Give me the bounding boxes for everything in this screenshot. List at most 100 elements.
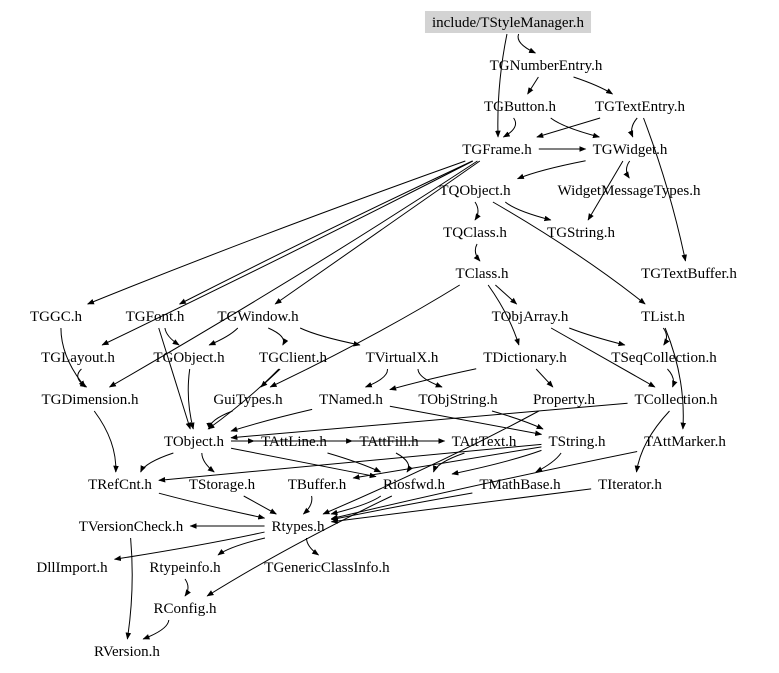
dependency-edge bbox=[230, 447, 377, 479]
node-label: TQClass.h bbox=[443, 225, 507, 241]
header-node: TGNumberEntry.h bbox=[490, 58, 603, 74]
dependency-edge bbox=[643, 117, 687, 262]
header-node: TAttFill.h bbox=[359, 434, 419, 450]
node-label: TMathBase.h bbox=[479, 477, 561, 493]
node-label: TDictionary.h bbox=[483, 350, 567, 366]
header-node: TObject.h bbox=[164, 434, 225, 450]
node-label: TGDimension.h bbox=[41, 392, 139, 408]
node-label: TGNumberEntry.h bbox=[490, 58, 603, 74]
dependency-edge bbox=[230, 402, 628, 440]
header-node: Riosfwd.h bbox=[383, 477, 446, 493]
header-node: TGClient.h bbox=[259, 350, 327, 366]
node-label: Property.h bbox=[533, 392, 595, 408]
header-node: TGFont.h bbox=[126, 309, 185, 325]
dependency-edge bbox=[352, 446, 542, 480]
node-label: TStorage.h bbox=[189, 477, 256, 493]
node-label: TNamed.h bbox=[319, 392, 383, 408]
dependency-edge bbox=[142, 619, 170, 640]
dependency-edge bbox=[327, 452, 382, 473]
node-label: TVirtualX.h bbox=[366, 350, 439, 366]
header-node: TGObject.h bbox=[153, 350, 225, 366]
header-node: TClass.h bbox=[456, 266, 509, 282]
dependency-edge bbox=[269, 284, 460, 388]
dependency-edge bbox=[569, 327, 626, 347]
node-label: TGTextBuffer.h bbox=[641, 266, 737, 282]
dependency-edge bbox=[206, 410, 233, 430]
dependency-edge bbox=[364, 368, 388, 388]
node-label: TGWindow.h bbox=[217, 309, 299, 325]
dependency-edge bbox=[662, 327, 670, 346]
dependency-edge bbox=[274, 160, 481, 305]
dependency-edge bbox=[473, 243, 481, 262]
node-label: include/TStyleManager.h bbox=[432, 15, 585, 31]
node-label: TGWidget.h bbox=[593, 142, 668, 158]
dependency-edge bbox=[487, 284, 520, 346]
dependency-edge bbox=[207, 368, 280, 430]
header-node: TGenericClassInfo.h bbox=[264, 560, 390, 576]
header-node: TMathBase.h bbox=[479, 477, 561, 493]
dependency-edge bbox=[664, 327, 687, 430]
node-label: TGString.h bbox=[547, 225, 615, 241]
dependency-edge bbox=[330, 451, 638, 520]
dependency-edge bbox=[93, 410, 119, 473]
header-node: TStorage.h bbox=[189, 477, 256, 493]
node-label: WidgetMessageTypes.h bbox=[558, 183, 701, 199]
root-header-node: include/TStyleManager.h bbox=[424, 11, 592, 33]
dependency-edge bbox=[330, 495, 382, 516]
dependency-edge bbox=[140, 452, 174, 473]
dependency-edge bbox=[474, 201, 481, 221]
header-node: TGGC.h bbox=[30, 309, 83, 325]
node-label: TString.h bbox=[548, 434, 606, 450]
node-label: TGClient.h bbox=[259, 350, 327, 366]
header-node: TGWidget.h bbox=[593, 142, 668, 158]
header-node: RVersion.h bbox=[94, 644, 160, 660]
header-node: WidgetMessageTypes.h bbox=[558, 183, 701, 199]
header-node: DllImport.h bbox=[36, 560, 108, 576]
file-nodes: include/TStyleManager.hTGNumberEntry.hTG… bbox=[30, 11, 737, 660]
dependency-edges bbox=[60, 33, 687, 640]
header-node: TObjArray.h bbox=[492, 309, 569, 325]
dependency-edge bbox=[573, 76, 614, 95]
node-label: Riosfwd.h bbox=[383, 477, 446, 493]
dependency-edge bbox=[550, 327, 656, 388]
dependency-edge bbox=[208, 327, 239, 346]
header-node: TNamed.h bbox=[319, 392, 383, 408]
dependency-edge bbox=[627, 117, 638, 138]
dependency-edge bbox=[299, 327, 361, 347]
dependency-edge bbox=[536, 117, 601, 138]
header-node: Property.h bbox=[533, 392, 595, 408]
header-node: Rtypes.h bbox=[272, 519, 325, 535]
node-label: TBuffer.h bbox=[288, 477, 347, 493]
node-label: TObject.h bbox=[164, 434, 225, 450]
dependency-edge bbox=[243, 495, 277, 515]
dependency-edge bbox=[492, 201, 646, 305]
node-label: TList.h bbox=[641, 309, 685, 325]
header-node: TAttMarker.h bbox=[644, 434, 726, 450]
header-node: TGDimension.h bbox=[41, 392, 139, 408]
dependency-edge bbox=[451, 449, 542, 476]
header-node: TQObject.h bbox=[439, 183, 511, 199]
node-label: TObjArray.h bbox=[492, 309, 569, 325]
header-node: TQClass.h bbox=[443, 225, 507, 241]
header-node: TVersionCheck.h bbox=[79, 519, 184, 535]
dependency-edge bbox=[125, 537, 133, 640]
header-node: TString.h bbox=[548, 434, 606, 450]
node-label: TGFont.h bbox=[126, 309, 185, 325]
node-label: TAttMarker.h bbox=[644, 434, 726, 450]
dependency-edge bbox=[158, 492, 266, 520]
node-label: TGenericClassInfo.h bbox=[264, 560, 390, 576]
dependency-edge bbox=[322, 410, 540, 515]
header-node: TGFrame.h bbox=[462, 142, 532, 158]
header-node: RConfig.h bbox=[154, 601, 217, 617]
node-label: TAttFill.h bbox=[359, 434, 419, 450]
dependency-edge bbox=[527, 76, 539, 95]
header-node: TGTextBuffer.h bbox=[641, 266, 737, 282]
node-label: GuiTypes.h bbox=[213, 392, 283, 408]
header-node: TAttLine.h bbox=[261, 434, 327, 450]
dependency-edge bbox=[217, 537, 266, 556]
node-label: DllImport.h bbox=[36, 560, 108, 576]
header-node: TAttText.h bbox=[452, 434, 517, 450]
dependency-edge bbox=[184, 578, 191, 597]
dependency-edge bbox=[178, 160, 473, 305]
